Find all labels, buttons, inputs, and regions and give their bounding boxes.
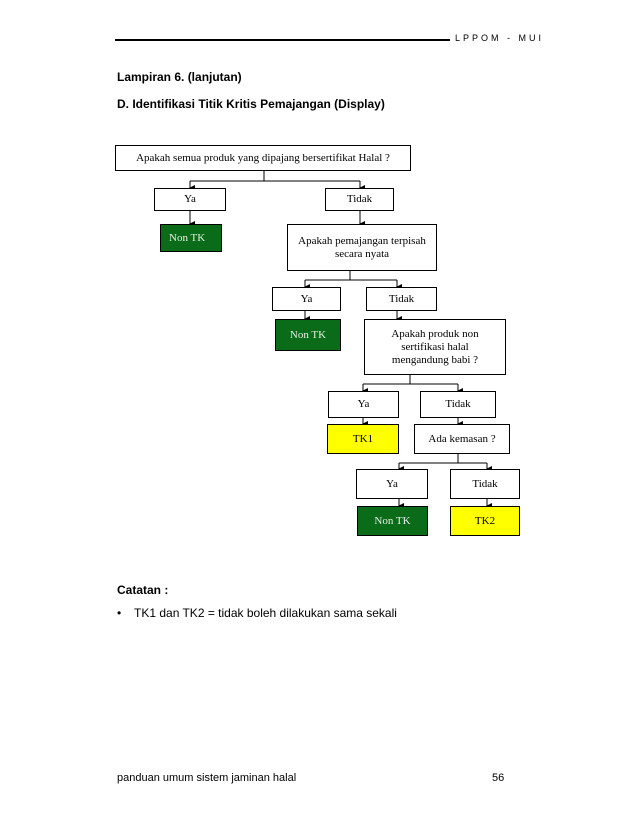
q3-yes-label: Ya (328, 391, 399, 418)
question-display-separated: Apakah pemajangan terpisah secara nyata (287, 224, 437, 271)
q3-result-tk1: TK1 (327, 424, 399, 454)
q4-result-tk2: TK2 (450, 506, 520, 536)
notes-bullet: • (117, 606, 122, 620)
q4-result-non-tk: Non TK (357, 506, 428, 536)
q2-yes-label: Ya (272, 287, 341, 311)
question-contains-pork: Apakah produk non sertifikasi halal meng… (364, 319, 506, 375)
question-halal-certified: Apakah semua produk yang dipajang berser… (115, 145, 411, 171)
page-number: 56 (492, 772, 505, 784)
q1-result-non-tk: Non TK (160, 224, 222, 252)
q2-result-non-tk: Non TK (275, 319, 341, 351)
header-rule (115, 39, 450, 41)
q4-yes-label: Ya (356, 469, 428, 499)
footer-title: panduan umum sistem jaminan halal (117, 772, 297, 784)
question-packaging: Ada kemasan ? (414, 424, 510, 454)
q2-no-label: Tidak (366, 287, 437, 311)
q4-no-label: Tidak (450, 469, 520, 499)
section-title: D. Identifikasi Titik Kritis Pemajangan … (117, 97, 385, 111)
q3-no-label: Tidak (420, 391, 496, 418)
header-org: LPPOM - MUI (455, 33, 545, 43)
appendix-title: Lampiran 6. (lanjutan) (117, 70, 242, 84)
notes-item: TK1 dan TK2 = tidak boleh dilakukan sama… (134, 606, 397, 620)
notes-title: Catatan : (117, 583, 169, 597)
q1-no-label: Tidak (325, 188, 394, 211)
q1-yes-label: Ya (154, 188, 226, 211)
